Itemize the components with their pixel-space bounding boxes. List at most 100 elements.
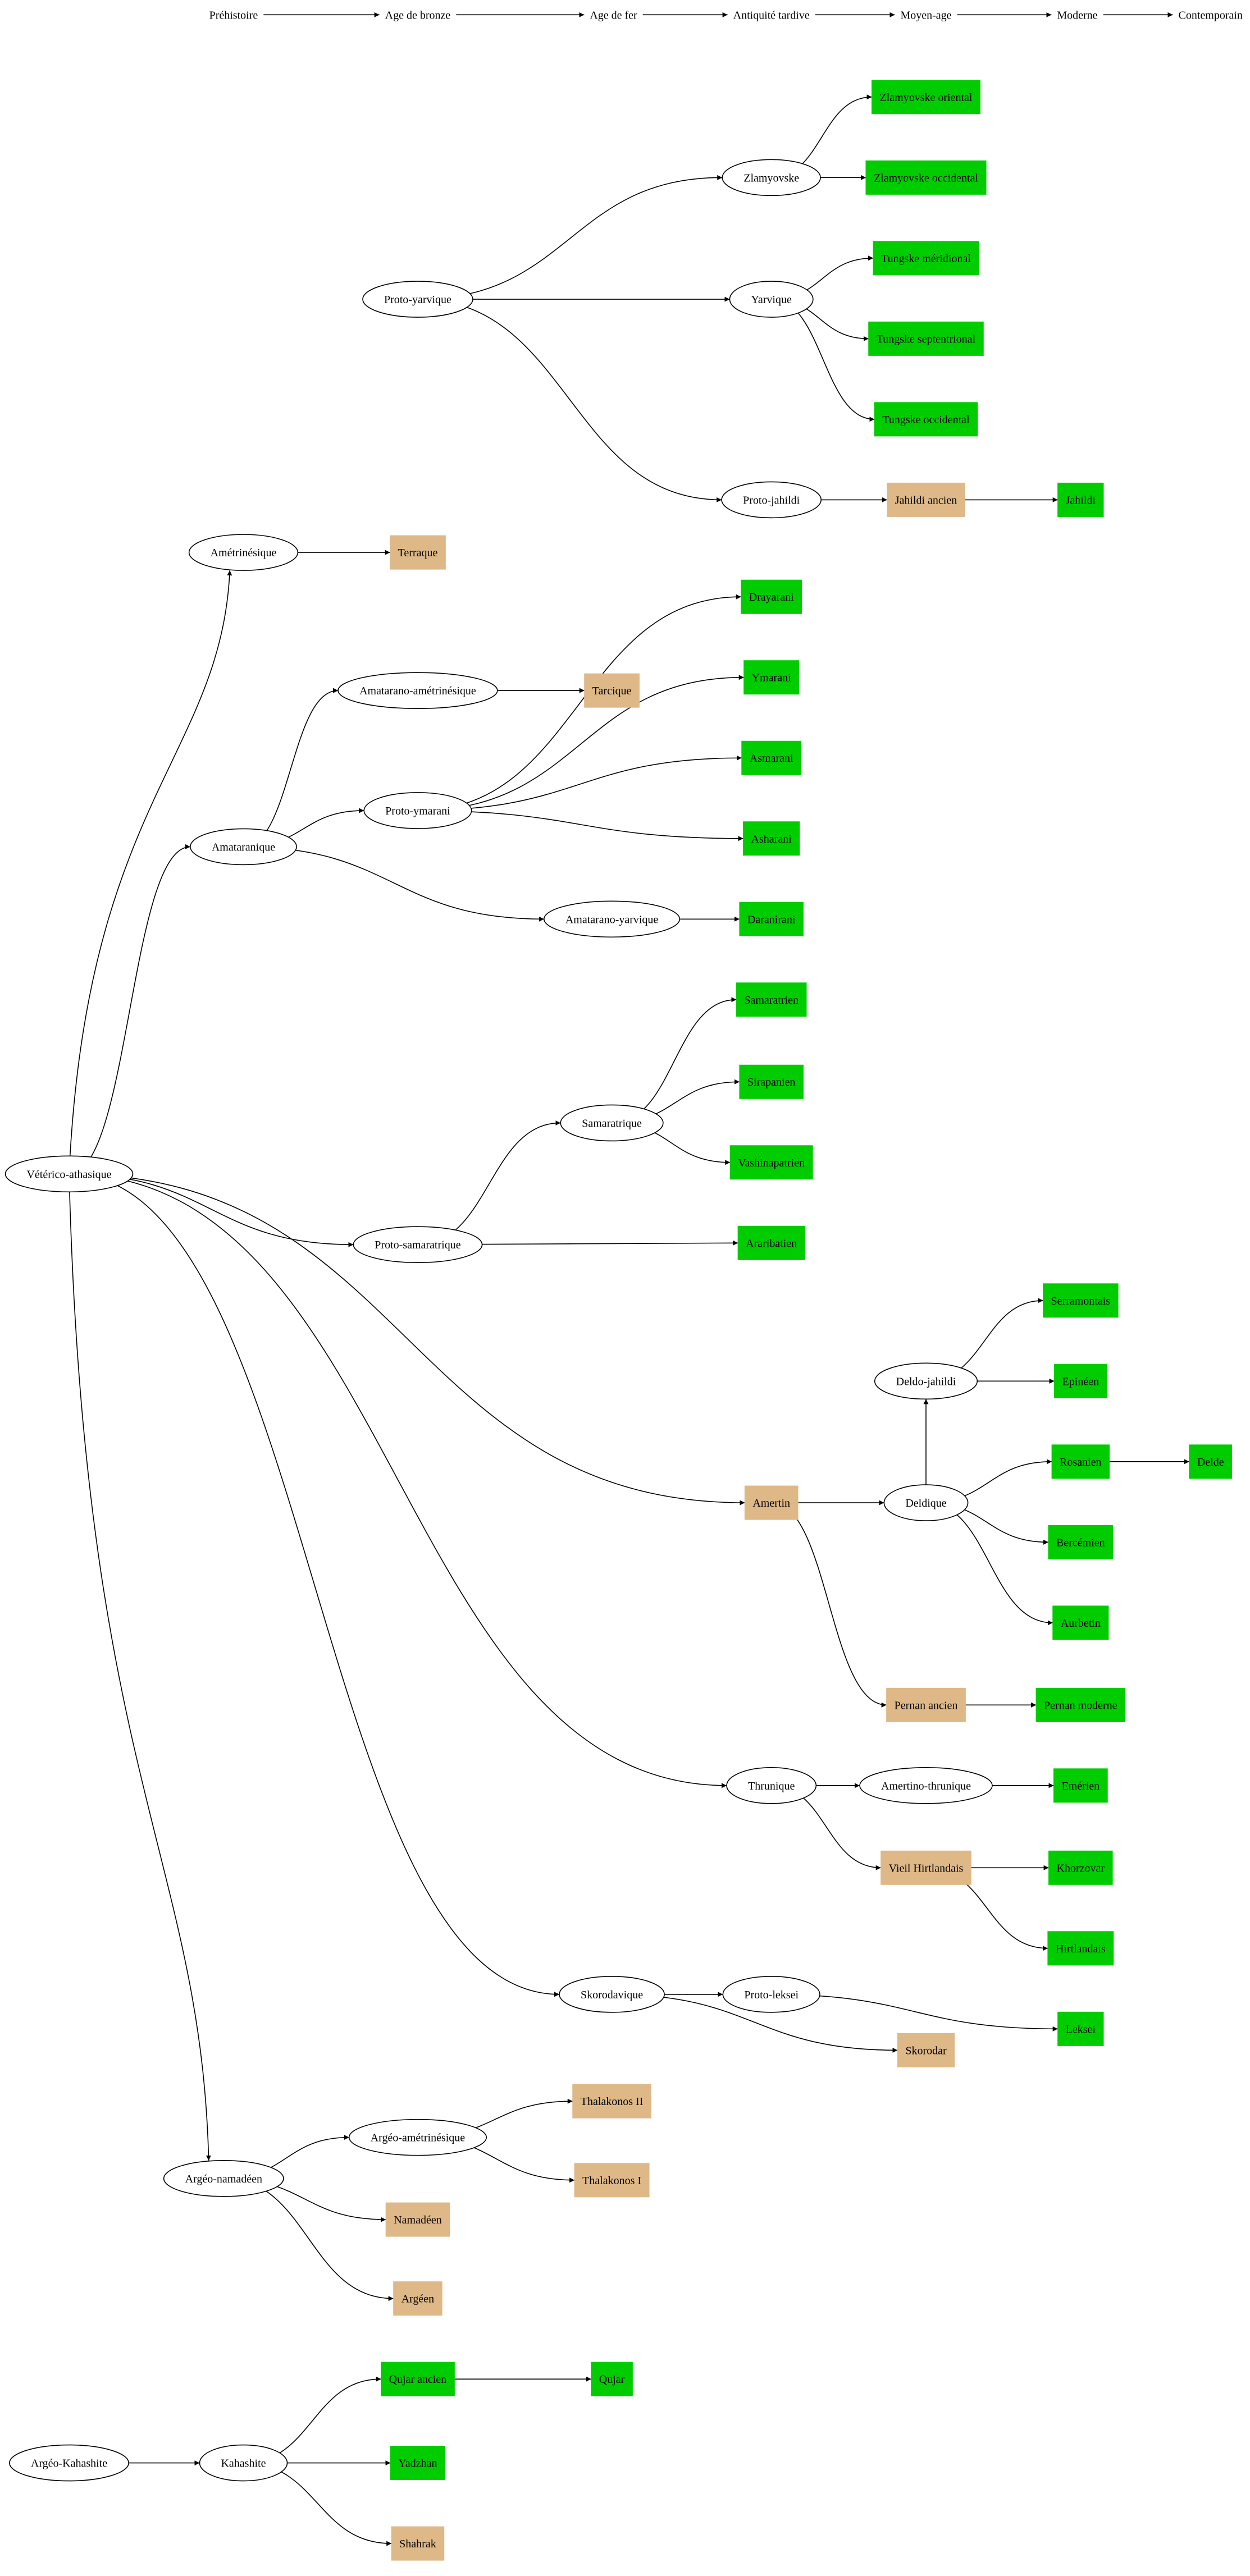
node-asmarani[interactable]: Asmarani [741,740,802,775]
node-aurbetin[interactable]: Aurbetin [1052,1605,1109,1640]
node-tarcique[interactable]: Tarcique [584,673,640,708]
node-zlam_or[interactable]: Zlamyovske oriental [872,80,980,115]
node-label: Zlamyovske oriental [880,91,973,104]
node-tung_occ[interactable]: Tungske occidental [874,402,978,437]
node-argeen[interactable]: Argéen [393,2281,442,2316]
node-label: Asmarani [750,752,793,765]
node-label: Argéen [402,2293,435,2305]
living-box [390,2446,445,2481]
node-drayarani[interactable]: Drayarani [741,579,802,614]
node-label: Amétrinésique [211,547,277,559]
node-daranirani[interactable]: Daranirani [739,902,804,936]
node-epineen[interactable]: Epinéen [1054,1364,1107,1398]
node-deldique[interactable]: Deldique [883,1484,969,1521]
edge-deldique-to-aurbetin [925,1502,1053,1626]
living-box [868,321,984,356]
node-samaratrique[interactable]: Samaratrique [560,1104,664,1142]
node-yarvique[interactable]: Yarvique [729,281,814,318]
node-proto_jahildi[interactable]: Proto-jahildi [721,481,822,519]
node-ymarani[interactable]: Ymarani [743,660,800,695]
node-amertin[interactable]: Amertin [744,1485,799,1520]
timeline-period: Age de bronze [385,9,451,21]
edge-veterico-to-skorodavique [69,1173,560,1997]
node-label: Jahildi [1066,494,1096,506]
node-proto_ymarani[interactable]: Proto-ymarani [363,792,472,829]
node-qujar_ancien[interactable]: Qujar ancien [381,2362,455,2396]
node-proto_yarvique[interactable]: Proto-yarvique [362,281,473,318]
edge-proto_yarvique-to-zlamyovske [417,175,723,300]
edge-argeo_namadeen-to-argeen [223,2178,394,2302]
node-vashinapatrien[interactable]: Vashinapatrien [729,1145,813,1180]
ellipse-shape [883,1484,969,1521]
node-bercemien[interactable]: Bercémien [1048,1525,1114,1559]
node-skorodavique[interactable]: Skorodavique [559,1976,665,2013]
node-tung_sep[interactable]: Tungske septentrional [868,321,984,356]
node-proto_samaratrique[interactable]: Proto-samaratrique [353,1226,483,1264]
node-tung_mer[interactable]: Tungske méridional [873,241,979,276]
node-amertino_thrunique[interactable]: Amertino-thrunique [859,1767,993,1804]
node-label: Khorzovar [1057,1862,1105,1874]
node-label: Tungske méridional [881,253,971,265]
node-ametrinesique[interactable]: Amétrinésique [188,534,299,571]
extinct-box [385,2202,450,2237]
node-leksei[interactable]: Leksei [1057,2011,1104,2046]
timeline-period: Contemporain [1178,9,1242,21]
node-samaratrien[interactable]: Samaratrien [736,982,807,1017]
node-label: Amertin [752,1497,790,1509]
node-zlam_oc[interactable]: Zlamyovske occidental [865,160,987,195]
node-yadzhan[interactable]: Yadzhan [390,2446,445,2481]
node-deldo_jahildi[interactable]: Deldo-jahildi [874,1362,978,1400]
node-label: Skorodavique [581,1989,643,2001]
extinct-box [897,2033,955,2067]
node-label: Zlamyovske occidental [874,172,978,184]
extinct-box [390,535,446,570]
node-jahildi_ancien[interactable]: Jahildi ancien [887,482,965,517]
node-hirtlandais[interactable]: Hirtlandais [1047,1931,1114,1966]
node-araribatien[interactable]: Araribatien [737,1225,805,1260]
node-serramontais[interactable]: Serramontais [1043,1283,1119,1318]
node-shahrak[interactable]: Shahrak [391,2526,445,2561]
edge-veterico-to-ametrinesique [69,570,232,1174]
node-amataranique[interactable]: Amataranique [190,828,297,866]
node-argeo_namadeen[interactable]: Argéo-namadéen [163,2160,284,2197]
living-box [1047,1931,1114,1966]
edge-amataranique-to-amat_amet [243,688,339,848]
node-khorzovar[interactable]: Khorzovar [1048,1850,1113,1885]
node-kahashite[interactable]: Kahashite [199,2444,288,2482]
node-sirapanien[interactable]: Sirapanien [739,1064,804,1099]
ellipse-shape [859,1767,993,1804]
node-veterico[interactable]: Vétérico-athasique [4,1155,134,1193]
node-label: Argéo-namadéen [185,2173,262,2185]
node-amat_amet[interactable]: Amatarano-amétrinésique [337,672,498,709]
node-skorodar[interactable]: Skorodar [897,2033,955,2067]
node-qujar[interactable]: Qujar [591,2362,633,2396]
node-proto_leksei[interactable]: Proto-leksei [722,1976,820,2013]
node-jahildi[interactable]: Jahildi [1057,482,1104,517]
node-pernan_moderne[interactable]: Pernan moderne [1035,1687,1126,1722]
node-asharani[interactable]: Asharani [743,821,800,856]
node-amat_yarv[interactable]: Amatarano-yarvique [544,900,681,938]
node-namadeen[interactable]: Namadéen [385,2202,450,2237]
edge-veterico-to-amertin [69,1173,745,1506]
node-thalakonos1[interactable]: Thalakonos I [574,2163,650,2198]
ellipse-shape [199,2444,288,2482]
living-box [1048,1525,1114,1559]
node-argeo_kahashite[interactable]: Argéo-Kahashite [9,2444,129,2482]
node-vieil_hirtlandais[interactable]: Vieil Hirtlandais [881,1850,971,1885]
node-rosanien[interactable]: Rosanien [1051,1444,1110,1479]
node-pernan_ancien[interactable]: Pernan ancien [886,1687,966,1722]
node-label: Aurbetin [1061,1617,1101,1630]
node-thalakonos2[interactable]: Thalakonos II [572,2084,651,2119]
extinct-box [574,2163,650,2198]
node-terraque[interactable]: Terraque [390,535,446,570]
node-label: Pernan ancien [895,1699,958,1712]
living-box [381,2362,455,2396]
node-zlamyovske[interactable]: Zlamyovske [722,159,821,196]
node-delde[interactable]: Delde [1189,1444,1233,1479]
node-thrunique[interactable]: Thrunique [726,1767,817,1804]
ellipse-shape [729,281,814,318]
node-argeo_amet[interactable]: Argéo-amétrinésique [348,2119,487,2156]
living-box [739,902,804,936]
node-label: Deldique [905,1497,946,1509]
node-emerien[interactable]: Emérien [1053,1768,1108,1803]
